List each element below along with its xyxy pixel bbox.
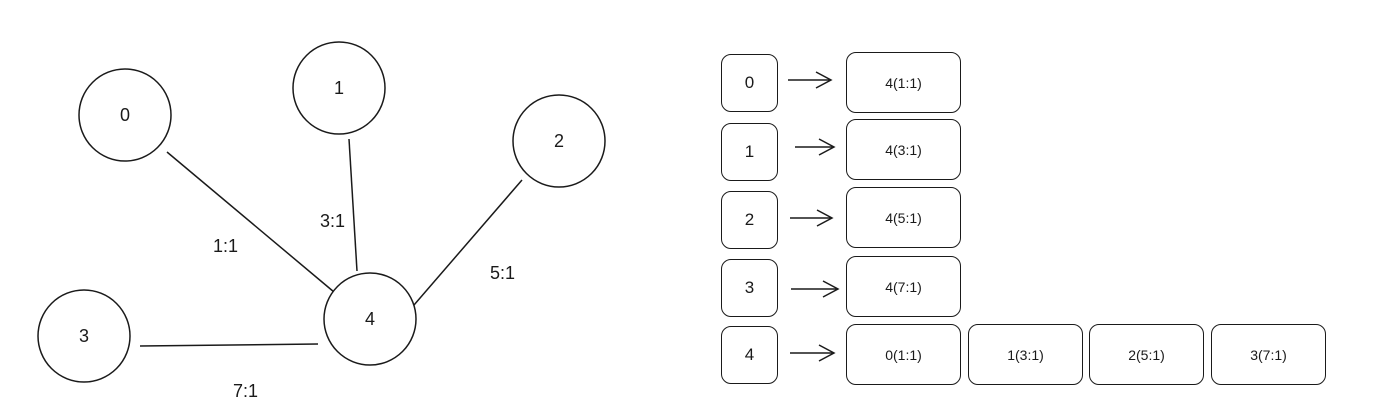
edge-label-3-4: 7:1 [233,381,258,401]
arrow-icon [788,71,833,89]
neighbor-box: 1(3:1) [968,324,1083,385]
arrow-icon [795,138,836,156]
graph-node-0: 0 [78,68,172,162]
edge-1-4 [348,138,358,272]
neighbor-box: 4(5:1) [846,187,961,248]
arrow-icon [791,280,840,298]
arrow-icon [790,344,836,362]
node-label: 3 [79,326,89,346]
node-label: 2 [554,131,564,151]
arrow-icon [790,209,834,227]
vertex-box-1: 1 [721,123,778,181]
graph-diagram: 1:1 3:1 5:1 7:1 0 1 2 3 4 [37,41,606,401]
graph-node-4: 4 [323,272,417,366]
graph-node-3: 3 [37,289,131,383]
node-label: 0 [120,105,130,125]
vertex-box-4: 4 [721,326,778,384]
neighbor-box: 2(5:1) [1089,324,1204,385]
neighbor-box: 4(3:1) [846,119,961,180]
edge-label-2-4: 5:1 [490,263,515,283]
graph-node-2: 2 [512,94,606,188]
node-label: 4 [365,309,375,329]
edge-3-4 [139,343,319,347]
edge-label-0-4: 1:1 [213,236,238,256]
neighbor-box: 4(1:1) [846,52,961,113]
edge-2-4 [413,179,523,306]
neighbor-box: 4(7:1) [846,256,961,317]
edge-0-4 [166,151,335,293]
graph-node-1: 1 [292,41,386,135]
node-label: 1 [334,78,344,98]
vertex-box-2: 2 [721,191,778,249]
edge-label-1-4: 3:1 [320,211,345,231]
vertex-box-3: 3 [721,259,778,317]
neighbor-box: 3(7:1) [1211,324,1326,385]
vertex-box-0: 0 [721,54,778,112]
neighbor-box: 0(1:1) [846,324,961,385]
